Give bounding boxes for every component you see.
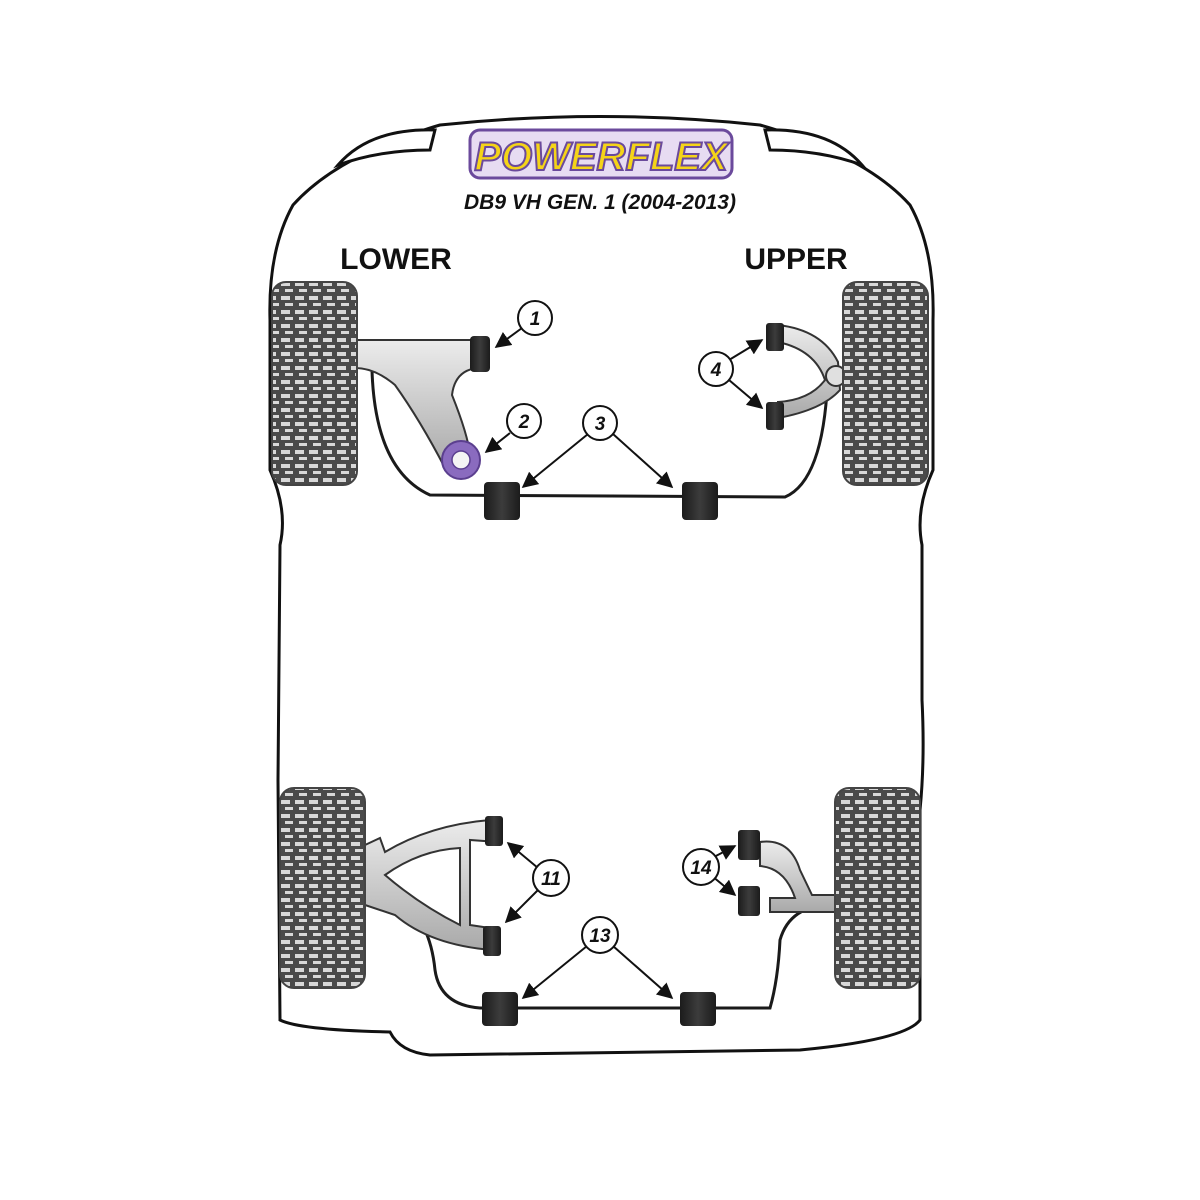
logo-text: POWERFLEX: [474, 135, 730, 179]
bushing-14-top: [738, 830, 760, 860]
callout-11: [532, 859, 570, 897]
tyre-front-right: [842, 281, 929, 486]
callout-13-number: 13: [589, 926, 611, 947]
rear-anti-roll-bar: [399, 898, 833, 1010]
bushing-4-top: [766, 323, 784, 351]
front-anti-roll-bar: [370, 369, 830, 499]
leader-13-right: [612, 945, 674, 1000]
powerflex-logo: POWERFLEX: [468, 128, 734, 180]
callout-13: [581, 916, 619, 954]
callout-4: [698, 351, 734, 387]
callout-11-number: 11: [541, 869, 561, 890]
callout-3-number: 3: [595, 414, 606, 435]
bushing-4-bottom: [766, 402, 784, 430]
callout-14: [682, 848, 720, 886]
bushing-11-bottom: [483, 926, 501, 956]
label-upper: UPPER: [744, 243, 848, 276]
leader-4-bottom: [728, 379, 764, 410]
left-headlight: [333, 128, 437, 169]
model-subtitle: DB9 VH GEN. 1 (2004-2013): [464, 191, 736, 214]
bushing-13-left: [482, 992, 518, 1026]
bushing-1: [470, 336, 490, 372]
bushing-11-top: [485, 816, 503, 846]
bushing-14-bottom: [738, 886, 760, 916]
leader-3-right: [612, 433, 674, 489]
tyre-rear-left: [279, 787, 366, 989]
leader-4-top: [728, 339, 764, 361]
callout-4-number: 4: [710, 360, 722, 381]
leader-13-left: [521, 945, 588, 1000]
right-headlight: [763, 128, 867, 169]
tyre-front-left: [271, 281, 358, 486]
callout-1: [517, 300, 553, 336]
rear-wishbone: [364, 818, 500, 952]
label-lower: LOWER: [340, 243, 452, 276]
callout-3: [582, 405, 618, 441]
callout-14-number: 14: [690, 858, 712, 879]
tyre-rear-right: [834, 787, 921, 989]
callout-1-number: 1: [530, 309, 541, 330]
leader-14-bottom: [711, 875, 737, 897]
leader-11-bottom: [504, 889, 539, 924]
rear-upright: [759, 840, 836, 913]
bushing-2-core: [451, 450, 471, 470]
callout-2: [506, 403, 542, 439]
callout-2-number: 2: [518, 412, 530, 433]
bushing-3-left: [484, 482, 520, 520]
leader-1: [494, 327, 523, 348]
bushing-13-right: [680, 992, 716, 1026]
leader-3-left: [521, 433, 589, 489]
leader-11-top: [506, 841, 539, 869]
leader-2: [484, 432, 511, 453]
bushing-3-right: [682, 482, 718, 520]
